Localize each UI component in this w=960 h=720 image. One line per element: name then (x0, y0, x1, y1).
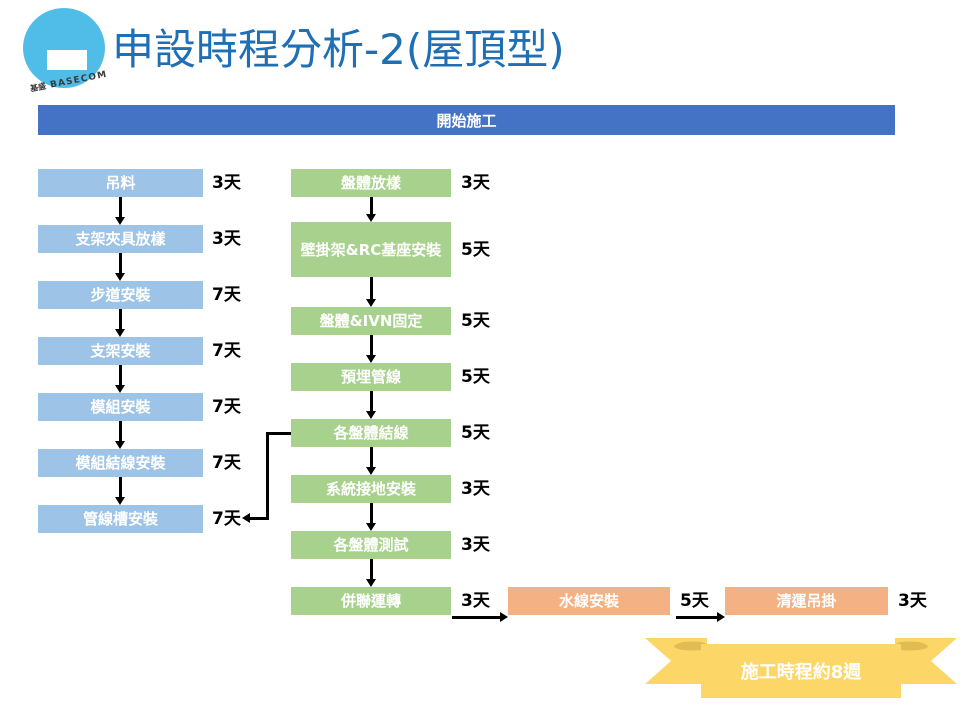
ribbon-label: 施工時程約8週 (740, 662, 862, 683)
logo-bar-icon (47, 50, 87, 70)
step-days-electrical-6: 3天 (461, 479, 490, 499)
step-days-electrical-1: 3天 (461, 173, 490, 193)
step-label: 各盤體結線 (333, 424, 409, 442)
step-days-finishing-2: 3天 (898, 591, 927, 611)
step-box-structural-1[interactable]: 吊料 (38, 169, 203, 197)
step-label: 模組安裝 (90, 398, 151, 416)
step-box-electrical-2[interactable]: 壁掛架&RC基座安裝 (291, 222, 451, 277)
step-label: 預埋管線 (340, 368, 401, 386)
step-box-electrical-7[interactable]: 各盤體測試 (291, 531, 451, 559)
flow-arrow-electrical-7-8 (366, 559, 377, 587)
start-construction-bar: 開始施工 (38, 105, 895, 135)
step-box-electrical-6[interactable]: 系統接地安裝 (291, 475, 451, 503)
flow-arrow-electrical-3-4 (366, 335, 377, 363)
step-days-electrical-3: 5天 (461, 311, 490, 331)
step-box-structural-5[interactable]: 模組安裝 (38, 393, 203, 421)
step-box-structural-3[interactable]: 步道安裝 (38, 281, 203, 309)
step-label: 清運吊掛 (776, 592, 837, 610)
page-title: 申設時程分析-2(屋頂型) (112, 25, 565, 74)
flow-arrow-electrical-6-7 (366, 503, 377, 531)
step-label: 管線槽安裝 (82, 510, 158, 528)
step-box-electrical-5[interactable]: 各盤體結線 (291, 419, 451, 447)
flow-arrow-finishing-1-2 (676, 612, 725, 623)
basecom-logo: 基盛 BASECOM (15, 6, 115, 101)
step-label: 步道安裝 (90, 286, 151, 304)
step-label: 各盤體測試 (333, 536, 409, 554)
step-days-structural-5: 7天 (212, 397, 241, 417)
step-label: 吊料 (105, 174, 136, 192)
flow-arrow-structural-4-5 (115, 365, 126, 393)
flow-arrow-electrical-1-2 (366, 197, 377, 222)
flow-arrow-electrical-to-finishing (452, 612, 508, 623)
step-label: 支架夾具放樣 (75, 230, 166, 248)
step-box-electrical-8[interactable]: 併聯運轉 (291, 587, 451, 615)
step-label: 水線安裝 (558, 592, 619, 610)
step-days-structural-2: 3天 (212, 229, 241, 249)
step-days-structural-4: 7天 (212, 341, 241, 361)
step-days-electrical-2: 5天 (461, 240, 490, 260)
step-label: 壁掛架&RC基座安裝 (300, 240, 442, 259)
logo-circle-icon (23, 8, 105, 88)
step-days-structural-7: 7天 (212, 509, 241, 529)
ribbon-shape-icon (645, 638, 957, 698)
step-days-structural-3: 7天 (212, 285, 241, 305)
step-label: 支架安裝 (90, 342, 151, 360)
step-label: 盤體&IVN固定 (319, 312, 423, 330)
step-label: 模組結線安裝 (75, 454, 166, 472)
flow-arrow-structural-2-3 (115, 253, 126, 281)
start-construction-label: 開始施工 (436, 111, 497, 130)
step-box-electrical-1[interactable]: 盤體放樣 (291, 169, 451, 197)
step-days-finishing-1: 5天 (680, 591, 709, 611)
flow-arrow-structural-1-2 (115, 197, 126, 225)
flow-arrow-electrical-2-3 (366, 277, 377, 307)
flow-arrow-electrical-5-6 (366, 447, 377, 475)
step-label: 盤體放樣 (340, 174, 401, 192)
flow-arrow-electrical-4-5 (366, 391, 377, 419)
step-box-structural-4[interactable]: 支架安裝 (38, 337, 203, 365)
step-box-finishing-1[interactable]: 水線安裝 (508, 587, 670, 615)
step-box-structural-6[interactable]: 模組結線安裝 (38, 449, 203, 477)
flow-arrow-structural-6-7 (115, 477, 126, 505)
step-days-electrical-7: 3天 (461, 535, 490, 555)
step-box-structural-2[interactable]: 支架夾具放樣 (38, 225, 203, 253)
step-box-electrical-4[interactable]: 預埋管線 (291, 363, 451, 391)
step-box-structural-7[interactable]: 管線槽安裝 (38, 505, 203, 533)
step-label: 系統接地安裝 (325, 480, 416, 498)
step-box-finishing-2[interactable]: 清運吊掛 (725, 587, 888, 615)
step-days-electrical-8: 3天 (461, 591, 490, 611)
step-days-structural-6: 7天 (212, 453, 241, 473)
step-box-electrical-3[interactable]: 盤體&IVN固定 (291, 307, 451, 335)
step-label: 併聯運轉 (340, 592, 401, 610)
step-days-electrical-4: 5天 (461, 367, 490, 387)
flow-arrow-structural-5-6 (115, 421, 126, 449)
summary-ribbon: 施工時程約8週 (645, 636, 957, 706)
step-days-electrical-5: 5天 (461, 423, 490, 443)
logo-cjk-text: 基盛 (29, 81, 47, 94)
flow-arrow-structural-3-4 (115, 309, 126, 337)
step-days-structural-1: 3天 (212, 173, 241, 193)
